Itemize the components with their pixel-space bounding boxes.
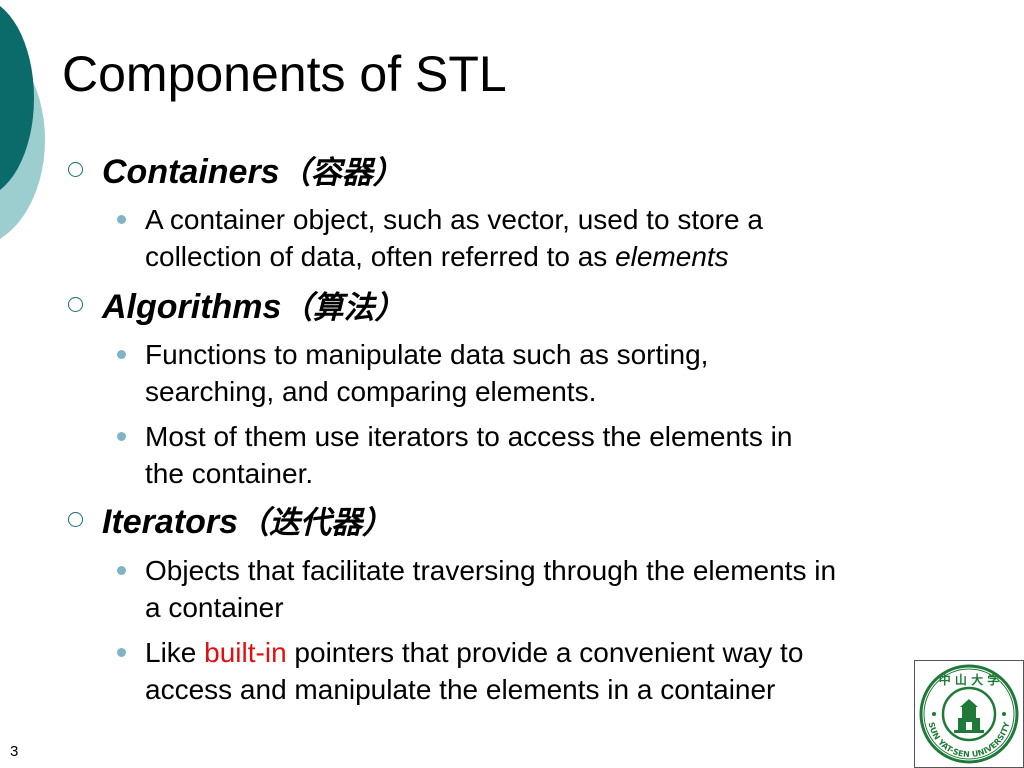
page-number: 3 [10, 743, 19, 760]
decorative-teal-shapes [0, 6, 45, 239]
hollow-circle-bullet-icon [68, 512, 83, 527]
university-seal-icon: 中 山 大 学 SUN YAT-SEN UNIVERSITY [914, 660, 1024, 768]
svg-text:中 山 大 学: 中 山 大 学 [939, 672, 1000, 687]
dot-bullet-icon [117, 432, 126, 441]
hollow-circle-bullet-icon [68, 162, 83, 177]
section-heading: Containers（容器） [102, 153, 404, 191]
slide-title: Components of STL [62, 46, 507, 102]
bullet-text: Like built-in pointers that provide a co… [145, 637, 804, 705]
dot-bullet-icon [117, 566, 126, 575]
highlighted-term: built-in [204, 637, 287, 668]
dot-bullet-icon [117, 350, 126, 359]
dot-bullet-icon [117, 215, 126, 224]
bullet-text: A container object, such as vector, used… [145, 204, 763, 272]
hollow-circle-bullet-icon [68, 297, 83, 312]
dark-teal-shape [0, 6, 34, 190]
bullet-text: Functions to manipulate data such as sor… [145, 339, 709, 407]
section-heading: Algorithms（算法） [102, 288, 406, 326]
bullet-text: Objects that facilitate traversing throu… [145, 555, 837, 623]
emphasized-term: elements [615, 241, 729, 272]
section-heading: Iterators（迭代器） [102, 503, 394, 541]
dot-bullet-icon [117, 648, 126, 657]
bullet-text: Most of them use iterators to access the… [145, 421, 793, 489]
